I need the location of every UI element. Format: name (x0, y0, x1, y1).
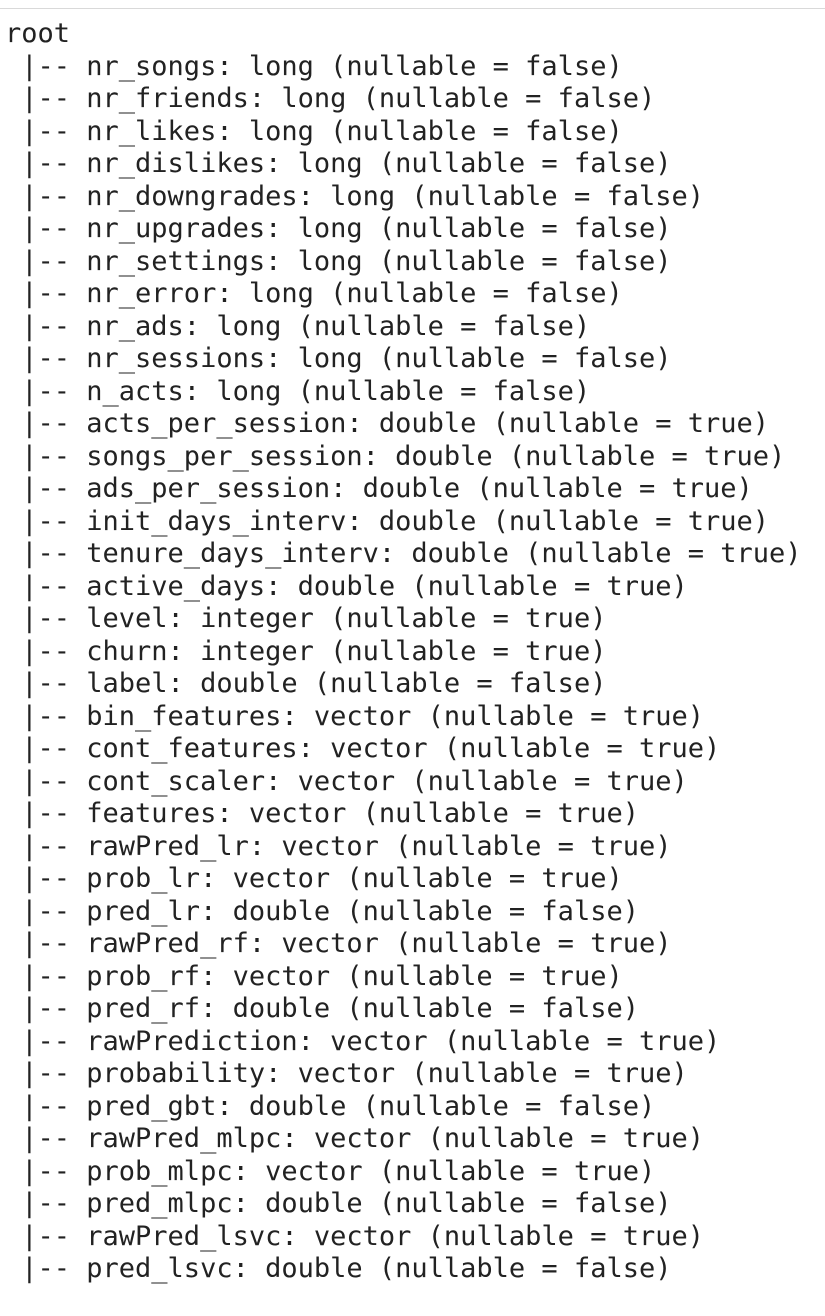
schema-field-line: |-- nr_error: long (nullable = false) (5, 278, 623, 309)
schema-field-line: |-- rawPred_lr: vector (nullable = true) (5, 830, 672, 862)
schema-field-line: |-- label: double (nullable = false) (5, 668, 607, 699)
schema-field-line: |-- nr_upgrades: long (nullable = false) (5, 213, 672, 244)
schema-field-line: |-- pred_lr: double (nullable = false) (5, 895, 639, 927)
schema-field-line: |-- rawPred_lsvc: vector (nullable = tru… (5, 1220, 704, 1252)
schema-field-line: |-- prob_rf: vector (nullable = true) (5, 960, 623, 992)
schema-field-line: |-- prob_lr: vector (nullable = true) (5, 863, 623, 894)
schema-field-line: |-- ads_per_session: double (nullable = … (5, 473, 753, 504)
schema-output: root |-- nr_songs: long (nullable = fals… (5, 18, 802, 1286)
schema-field-line: |-- probability: vector (nullable = true… (5, 1058, 688, 1089)
schema-field-line: |-- nr_sessions: long (nullable = false) (5, 343, 672, 374)
schema-field-line: |-- rawPred_rf: vector (nullable = true) (5, 928, 672, 959)
schema-field-line: |-- tenure_days_interv: double (nullable… (5, 538, 802, 569)
schema-field-line: |-- features: vector (nullable = true) (5, 798, 639, 829)
schema-field-line: |-- pred_lsvc: double (nullable = false) (5, 1253, 672, 1284)
schema-root-label: root (5, 18, 71, 49)
schema-field-line: |-- rawPred_mlpc: vector (nullable = tru… (5, 1123, 704, 1154)
schema-field-line: |-- churn: integer (nullable = true) (5, 635, 607, 667)
schema-field-line: |-- nr_downgrades: long (nullable = fals… (5, 180, 704, 212)
schema-field-line: |-- active_days: double (nullable = true… (5, 570, 688, 602)
schema-field-line: |-- pred_rf: double (nullable = false) (5, 993, 639, 1024)
schema-field-line: |-- init_days_interv: double (nullable =… (5, 505, 770, 537)
schema-field-line: |-- nr_settings: long (nullable = false) (5, 245, 672, 277)
schema-field-line: |-- prob_mlpc: vector (nullable = true) (5, 1155, 656, 1187)
schema-field-line: |-- cont_features: vector (nullable = tr… (5, 733, 721, 764)
schema-field-line: |-- nr_ads: long (nullable = false) (5, 310, 591, 342)
schema-field-line: |-- cont_scaler: vector (nullable = true… (5, 765, 688, 797)
schema-field-line: |-- nr_dislikes: long (nullable = false) (5, 148, 672, 179)
schema-field-line: |-- pred_gbt: double (nullable = false) (5, 1090, 656, 1122)
cell-top-border (0, 0, 825, 9)
schema-field-line: |-- nr_likes: long (nullable = false) (5, 115, 623, 147)
schema-field-line: |-- bin_features: vector (nullable = tru… (5, 700, 704, 732)
schema-field-line: |-- n_acts: long (nullable = false) (5, 375, 591, 407)
schema-field-line: |-- level: integer (nullable = true) (5, 603, 607, 634)
schema-field-line: |-- rawPrediction: vector (nullable = tr… (5, 1025, 721, 1057)
schema-field-line: |-- pred_mlpc: double (nullable = false) (5, 1188, 672, 1219)
schema-field-line: |-- nr_friends: long (nullable = false) (5, 83, 656, 114)
schema-field-line: |-- songs_per_session: double (nullable … (5, 440, 786, 472)
schema-field-line: |-- nr_songs: long (nullable = false) (5, 50, 623, 82)
schema-field-line: |-- acts_per_session: double (nullable =… (5, 408, 770, 439)
